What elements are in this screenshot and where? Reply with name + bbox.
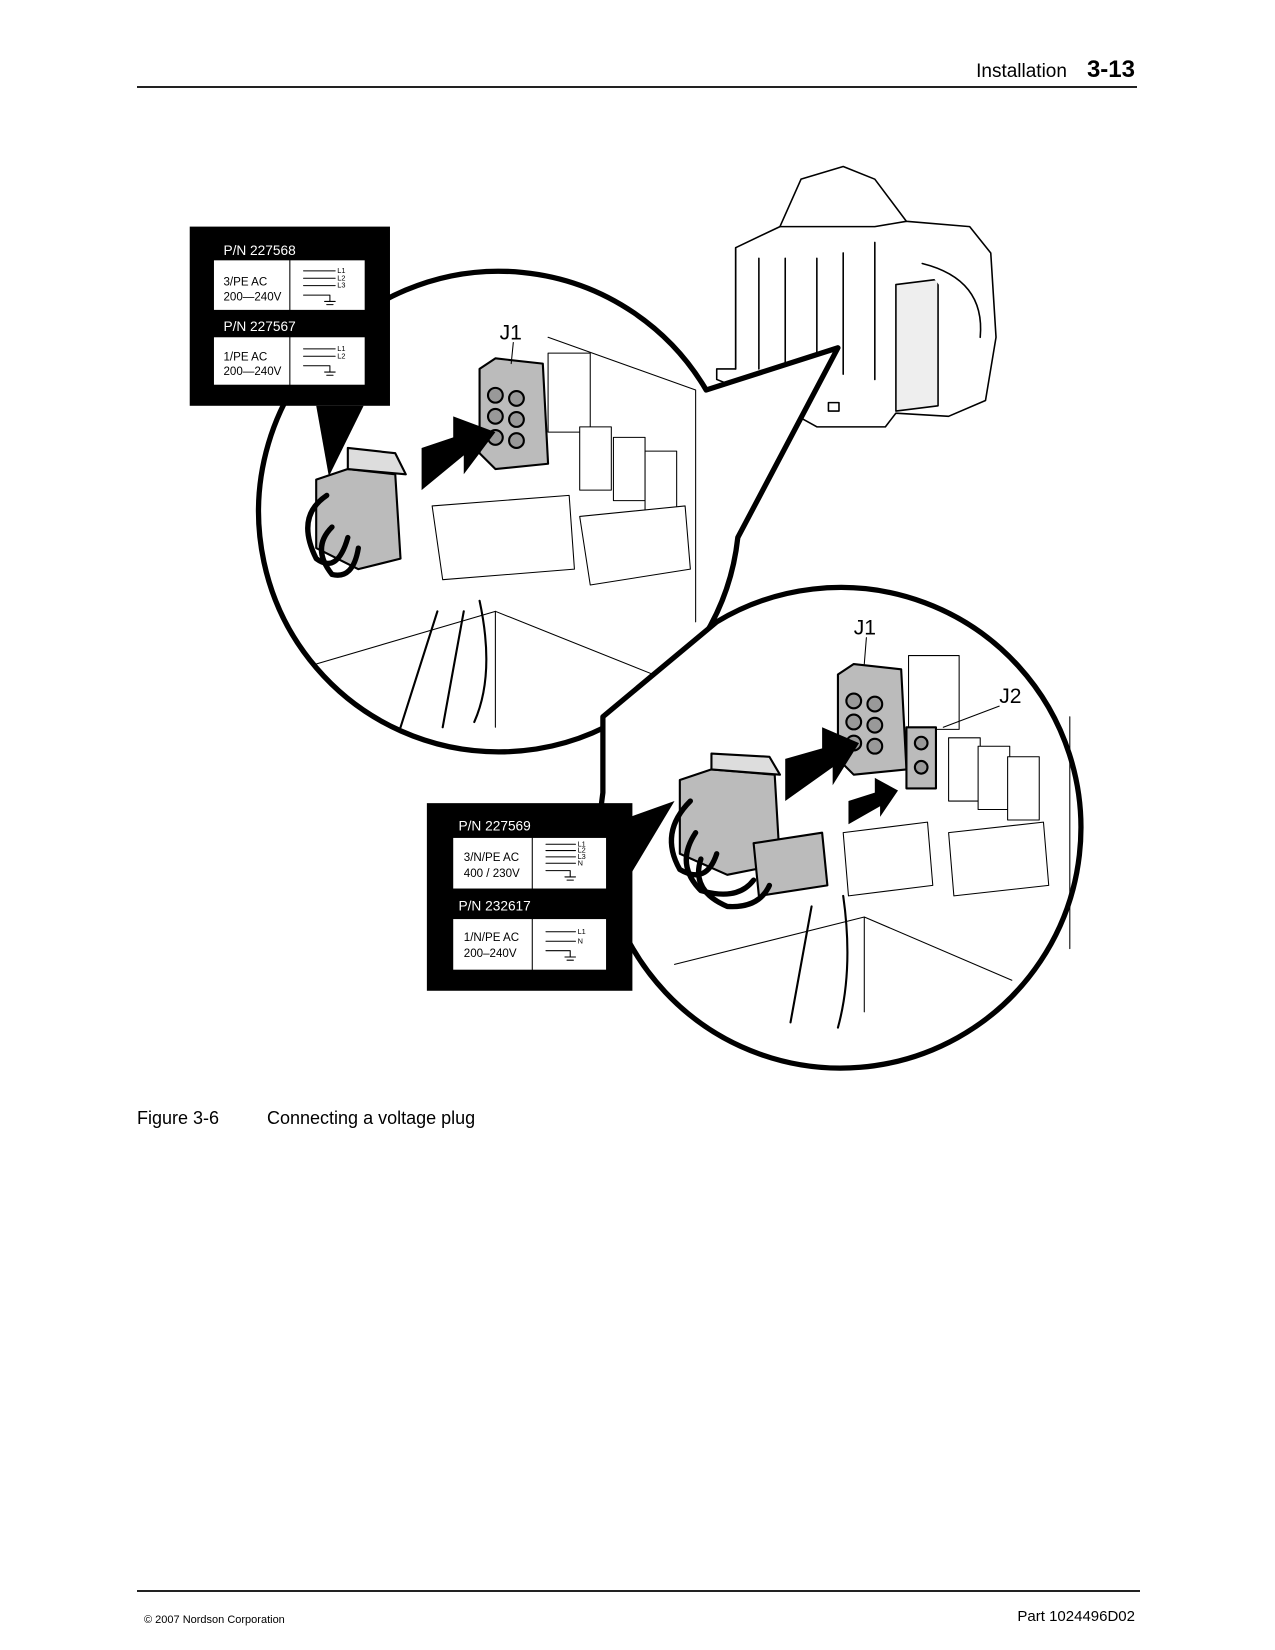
terminal: N bbox=[578, 936, 583, 945]
terminal: L1 bbox=[578, 839, 586, 848]
terminal: L2 bbox=[337, 273, 345, 282]
terminal: N bbox=[578, 858, 583, 867]
figure-number: Figure 3-6 bbox=[137, 1108, 220, 1128]
figure-caption: Figure 3-6 Connecting a voltage plug bbox=[137, 1108, 475, 1129]
j1-callout-top: J1 bbox=[500, 321, 522, 344]
terminal: L3 bbox=[337, 281, 345, 290]
part-number: P/N 227567 bbox=[223, 319, 295, 334]
copyright: © 2007 Nordson Corporation bbox=[144, 1614, 285, 1626]
plug-type: 3/N/PE AC bbox=[464, 852, 519, 864]
plug-voltage: 200–240V bbox=[464, 948, 517, 960]
voltage-label-bottom bbox=[426, 801, 675, 991]
insert-arrow-icon bbox=[848, 777, 899, 825]
plug-type: 1/PE AC bbox=[223, 351, 267, 363]
terminal: L2 bbox=[337, 351, 345, 360]
terminal: L1 bbox=[578, 927, 586, 936]
detail-bubble-bottom bbox=[597, 584, 1084, 1071]
part-number: P/N 227569 bbox=[458, 819, 530, 834]
part-number: P/N 227568 bbox=[223, 243, 296, 258]
plug-voltage: 200—240V bbox=[223, 366, 281, 378]
voltage-plug-top bbox=[305, 446, 407, 578]
terminal: L1 bbox=[337, 266, 345, 275]
header-rule bbox=[137, 86, 1137, 88]
voltage-label-top bbox=[189, 226, 390, 477]
figure-title: Connecting a voltage plug bbox=[267, 1108, 476, 1128]
part-number-footer: Part 1024496D02 bbox=[1017, 1608, 1135, 1625]
board-details-bottom bbox=[674, 655, 1071, 1029]
j2-socket bbox=[905, 726, 938, 790]
terminal: L3 bbox=[578, 852, 586, 861]
page-number: 3-13 bbox=[1086, 56, 1135, 83]
plug-type: 1/N/PE AC bbox=[464, 932, 519, 944]
j2-callout: J2 bbox=[999, 685, 1021, 708]
voltage-plug-illustration: J1 J1 J2 P/N 227568 3/PE AC 200—240V L1 … bbox=[189, 165, 1084, 1071]
plug-type: 3/PE AC bbox=[223, 277, 267, 289]
board-details-top bbox=[315, 336, 697, 729]
j1-callout-bottom: J1 bbox=[854, 617, 876, 640]
section-title: Installation bbox=[976, 61, 1067, 82]
footer-rule bbox=[137, 1590, 1140, 1592]
part-number: P/N 232617 bbox=[458, 899, 530, 914]
plug-voltage: 200—240V bbox=[223, 291, 281, 303]
insert-arrow-icon bbox=[421, 416, 496, 491]
plug-voltage: 400 / 230V bbox=[464, 868, 520, 880]
voltage-plug-bottom bbox=[668, 752, 829, 910]
j1-socket-top bbox=[478, 357, 550, 471]
terminal: L2 bbox=[578, 846, 586, 855]
insert-arrow-icon bbox=[785, 727, 860, 802]
page-header: Installation 3-13 bbox=[976, 56, 1135, 84]
terminal: L1 bbox=[337, 344, 345, 353]
